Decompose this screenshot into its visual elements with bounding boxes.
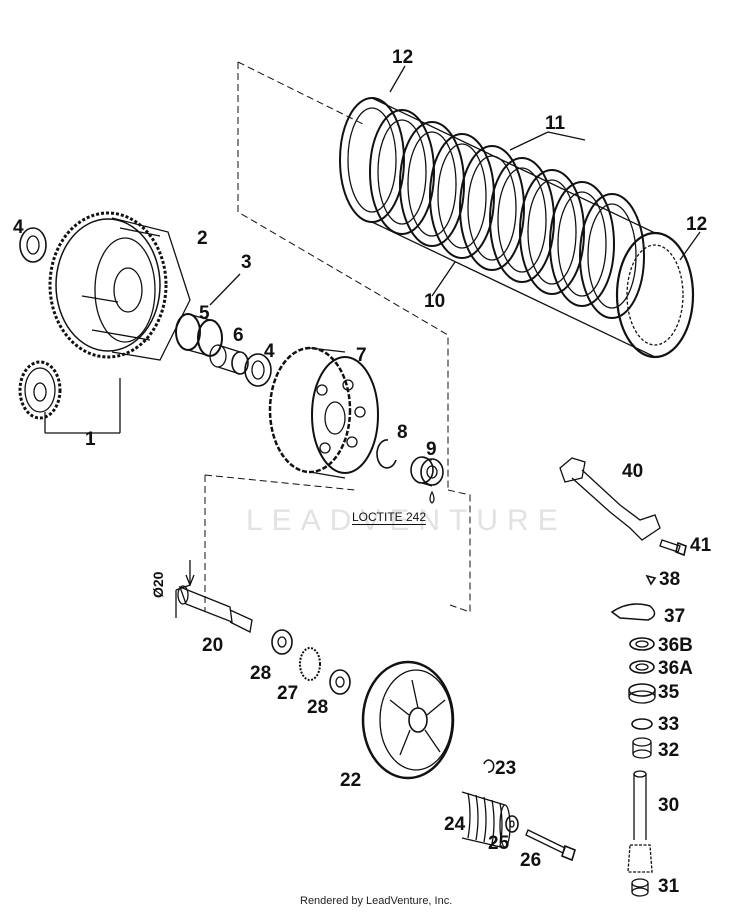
- shaft-seal: [628, 683, 656, 697]
- callout-25: 25: [488, 833, 510, 854]
- footer-credit: Rendered by LeadVenture, Inc.: [300, 895, 453, 907]
- callout-4-right: 4: [264, 341, 275, 362]
- bracket: [610, 603, 656, 621]
- pressure-plate: [361, 660, 455, 780]
- callout-6: 6: [233, 325, 244, 346]
- seal-36a: [629, 660, 655, 674]
- thrust-washer-right: [244, 353, 272, 387]
- clutch-plates-stack: [339, 97, 695, 359]
- watermark-text: LEADVENTURE: [246, 504, 567, 537]
- callout-32: 32: [658, 740, 680, 761]
- callout-9: 9: [426, 439, 437, 460]
- callout-8: 8: [397, 422, 408, 443]
- callout-22: 22: [340, 770, 362, 791]
- washer-upper: [271, 629, 293, 655]
- inner-clutch-hub: [268, 346, 379, 479]
- release-lever: [559, 457, 661, 541]
- thrust-bearing: [299, 647, 321, 681]
- washer-33: [631, 718, 653, 730]
- callout-37: 37: [664, 606, 686, 627]
- callout-7: 7: [356, 345, 367, 366]
- callout-30: 30: [658, 795, 680, 816]
- primary-gear: [18, 360, 62, 420]
- callout-20: 20: [202, 635, 224, 656]
- spring-bolt: [525, 829, 576, 862]
- callout-4-left: 4: [13, 217, 24, 238]
- callout-12-right: 12: [686, 214, 708, 235]
- pushrod: [177, 585, 253, 633]
- callout-28-bottom: 28: [307, 697, 329, 718]
- callout-10: 10: [424, 291, 446, 312]
- clutch-basket: [48, 211, 191, 361]
- seal-36b: [629, 637, 655, 651]
- callout-36b: 36B: [658, 635, 693, 656]
- release-shaft: [627, 770, 653, 873]
- callout-3: 3: [241, 252, 252, 273]
- callout-28-top: 28: [250, 663, 272, 684]
- callout-5: 5: [199, 303, 210, 324]
- callout-31: 31: [658, 876, 680, 897]
- small-screw: [645, 574, 657, 586]
- callout-38: 38: [659, 569, 681, 590]
- diameter-dimension: Ø20: [150, 571, 166, 598]
- callout-26: 26: [520, 850, 542, 871]
- washer-lower: [329, 669, 351, 695]
- assembly-dashed-outline: [204, 61, 471, 613]
- callout-33: 33: [658, 714, 680, 735]
- bushing-31: [631, 878, 649, 888]
- circlip: [483, 759, 495, 773]
- callout-41: 41: [690, 535, 712, 556]
- callout-40: 40: [622, 461, 644, 482]
- callout-23: 23: [495, 758, 517, 779]
- callout-27: 27: [277, 683, 299, 704]
- callout-12-top: 12: [392, 47, 414, 68]
- clutch-nut: [410, 456, 444, 487]
- lock-washer: [376, 439, 397, 469]
- thrust-washer-left: [19, 227, 47, 263]
- bushing-32: [632, 737, 652, 747]
- spring-washer: [505, 815, 519, 833]
- callout-36a: 36A: [658, 658, 693, 679]
- callout-11: 11: [545, 113, 566, 134]
- callout-2: 2: [197, 228, 208, 249]
- callout-1: 1: [85, 429, 96, 450]
- callout-35: 35: [658, 682, 680, 703]
- loctite-note: LOCTITE 242: [352, 510, 427, 525]
- callout-24: 24: [444, 814, 466, 835]
- bushing: [209, 344, 249, 375]
